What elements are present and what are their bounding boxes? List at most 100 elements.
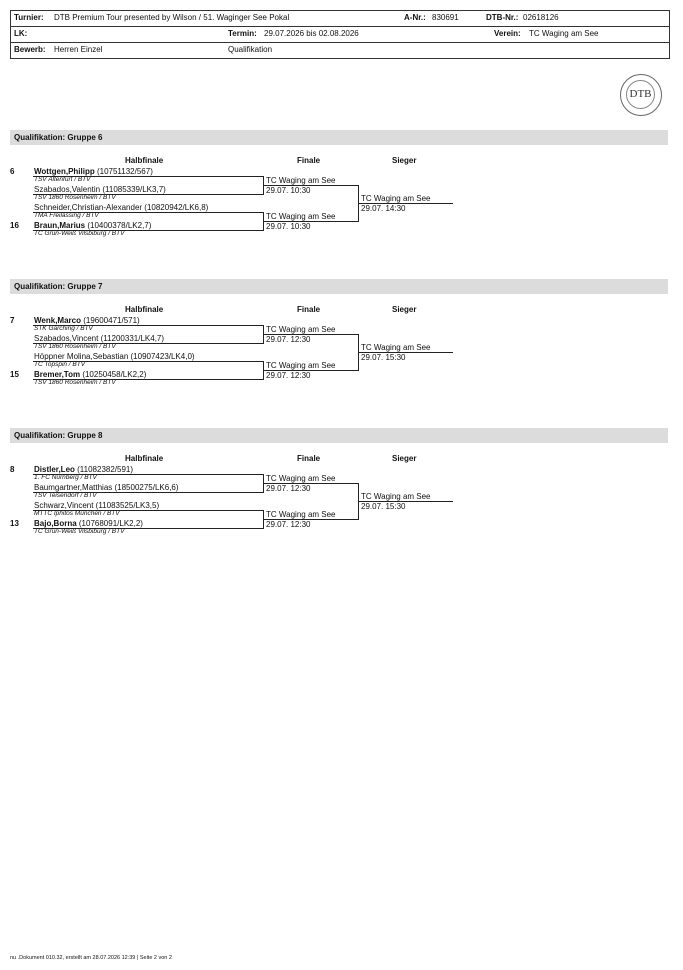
player-club: TC Grün-Weiß Vilsbiburg / BTV [34, 230, 125, 237]
bracket-line [263, 334, 358, 335]
group-title-bar [10, 279, 668, 294]
turnier-label: Turnier: [14, 13, 44, 22]
bracket-line [33, 230, 263, 231]
match-time: 29.07. 12:30 [266, 371, 311, 380]
seed-number: 13 [10, 519, 19, 528]
header-row-bewerb: Bewerb: Herren Einzel Qualifikation [11, 43, 669, 58]
group-title-bar [10, 428, 668, 443]
player-name-bold: Bremer,Tom [34, 370, 81, 379]
seed-number: 7 [10, 316, 15, 325]
dtb-logo-text: DTB [626, 80, 655, 109]
player-name: Szabados,Valentin (11085339/LK3,7) [34, 185, 166, 194]
column-header-halbfinale: Halbfinale [125, 305, 164, 314]
column-header-finale: Finale [297, 454, 321, 463]
player-details: (10400378/LK2,7) [85, 221, 152, 230]
player-club: TSV 1860 Rosenheim / BTV [34, 194, 116, 201]
bracket-line [33, 379, 263, 380]
player-details: (11082382/591) [74, 465, 134, 474]
bracket-line [33, 343, 263, 344]
player-name-bold: Bajo,Borna [34, 519, 77, 528]
group-title-bar [10, 130, 668, 145]
seed-number: 16 [10, 221, 19, 230]
player-name: Braun,Marius (10400378/LK2,7) [34, 221, 151, 230]
player-name: Bremer,Tom (10250458/LK2,2) [34, 370, 146, 379]
final-venue: TC Waging am See [361, 343, 431, 352]
final-venue: TC Waging am See [361, 492, 431, 501]
player-name: Schneider,Christian-Alexander (10820942/… [34, 203, 208, 212]
turnier-value: DTB Premium Tour presented by Wilson / 5… [54, 13, 290, 22]
footer-note: nu .Dokument 010.32, erstellt am 28.07.2… [10, 955, 172, 961]
final-time: 29.07. 15:30 [361, 502, 406, 511]
bracket-line [263, 221, 358, 222]
dtbnr-value: 02618126 [523, 13, 559, 22]
column-header-sieger: Sieger [392, 156, 417, 165]
player-details: Baumgartner,Matthias (18500275/LK6,6) [34, 483, 179, 492]
player-club: MTTC Iphitos München / BTV [34, 510, 120, 517]
player-name: Baumgartner,Matthias (18500275/LK6,6) [34, 483, 179, 492]
final-venue: TC Waging am See [361, 194, 431, 203]
group-title: Qualifikation: Gruppe 6 [14, 133, 103, 142]
bracket-line [33, 492, 263, 493]
match-time: 29.07. 10:30 [266, 222, 311, 231]
bewerb-label: Bewerb: [14, 45, 46, 54]
player-name: Bajo,Borna (10768091/LK2,2) [34, 519, 143, 528]
player-name: Wottgen,Philipp (10751132/567) [34, 167, 153, 176]
bracket-line [358, 203, 453, 204]
match-venue: TC Waging am See [266, 474, 336, 483]
bewerb-value: Herren Einzel [54, 45, 103, 54]
bracket-line [33, 361, 263, 362]
bracket-line [33, 510, 263, 511]
column-header-finale: Finale [297, 156, 321, 165]
player-club: TC Topspin / BTV [34, 361, 86, 368]
player-club: 1. FC Nürnberg / BTV [34, 474, 97, 481]
player-club: TC Grün-Weiß Vilsbiburg / BTV [34, 528, 125, 535]
player-club: STK Garching / BTV [34, 325, 93, 332]
seed-number: 6 [10, 167, 15, 176]
match-time: 29.07. 12:30 [266, 484, 311, 493]
player-club: TSV Teisendorf / BTV [34, 492, 97, 499]
final-time: 29.07. 15:30 [361, 353, 406, 362]
dtbnr-label: DTB-Nr.: [486, 13, 519, 22]
bracket-line [33, 474, 263, 475]
bracket-line [358, 352, 453, 353]
termin-label: Termin: [228, 29, 257, 38]
group-title: Qualifikation: Gruppe 7 [14, 282, 103, 291]
player-name: Szabados,Vincent (11200331/LK4,7) [34, 334, 164, 343]
seed-number: 8 [10, 465, 15, 474]
column-header-finale: Finale [297, 305, 321, 314]
verein-label: Verein: [494, 29, 521, 38]
match-venue: TC Waging am See [266, 176, 336, 185]
player-name: Wenk,Marco (19600471/571) [34, 316, 140, 325]
player-name-bold: Wottgen,Philipp [34, 167, 95, 176]
anr-value: 830691 [432, 13, 459, 22]
bracket-line [358, 501, 453, 502]
column-header-halbfinale: Halbfinale [125, 156, 164, 165]
player-name: Schwarz,Vincent (11083525/LK3,5) [34, 501, 159, 510]
match-time: 29.07. 10:30 [266, 186, 311, 195]
match-time: 29.07. 12:30 [266, 335, 311, 344]
player-details: Szabados,Vincent (11200331/LK4,7) [34, 334, 165, 343]
player-details: (10250458/LK2,2) [80, 370, 147, 379]
bracket-line [33, 325, 263, 326]
player-details: Höppner Molina,Sebastian (10907423/LK4,0… [34, 352, 195, 361]
bracket-line [263, 483, 358, 484]
header-row-turnier: Turnier: DTB Premium Tour presented by W… [11, 11, 669, 27]
dtb-logo: DTB [620, 74, 662, 116]
player-name-bold: Braun,Marius [34, 221, 86, 230]
player-details: Schneider,Christian-Alexander (10820942/… [34, 203, 209, 212]
match-time: 29.07. 12:30 [266, 520, 311, 529]
player-club: TSV 1860 Rosenheim / BTV [34, 343, 116, 350]
seed-number: 15 [10, 370, 19, 379]
match-venue: TC Waging am See [266, 510, 336, 519]
bracket-line [33, 212, 263, 213]
final-time: 29.07. 14:30 [361, 204, 406, 213]
match-venue: TC Waging am See [266, 361, 336, 370]
player-club: TMA Freilassing / BTV [34, 212, 99, 219]
player-name: Distler,Leo (11082382/591) [34, 465, 133, 474]
player-name: Höppner Molina,Sebastian (10907423/LK4,0… [34, 352, 195, 361]
player-details: (10768091/LK2,2) [76, 519, 143, 528]
bracket-line [33, 194, 263, 195]
player-name-bold: Distler,Leo [34, 465, 75, 474]
column-header-sieger: Sieger [392, 305, 417, 314]
bracket-line [263, 185, 358, 186]
